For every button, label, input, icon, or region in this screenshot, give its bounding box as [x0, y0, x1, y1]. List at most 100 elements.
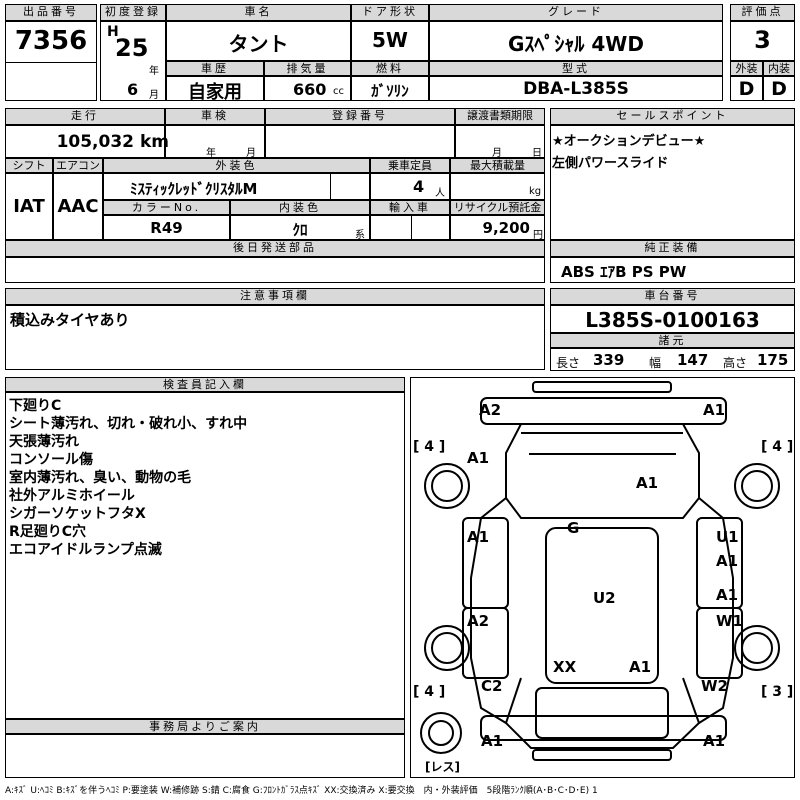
lot-divider [5, 62, 97, 63]
capacity-header: 乗車定員 [370, 158, 450, 173]
history-box: 自家用 [166, 76, 264, 103]
first-reg-box: H 25 年 6 月 [100, 21, 166, 101]
color-no-box: R49 [103, 215, 230, 240]
mileage-box: 105,032 km [5, 125, 169, 158]
shift-box: IAT [5, 173, 53, 240]
score-header: 評価点 [730, 4, 795, 21]
interior-score-box: D [763, 76, 795, 101]
tire-front-left: [ 4 ] [413, 439, 446, 455]
svg-text:A1: A1 [629, 658, 651, 676]
sales-point-header: セールスポイント [550, 108, 795, 125]
recycle-box: 9,200 円 [450, 215, 545, 241]
ext-color-header: 外装色 [103, 158, 370, 173]
specs-box: 長さ 339 幅 147 高さ 175 [550, 348, 795, 371]
notes-box: 積込みタイヤあり [5, 305, 545, 370]
recycle-header: リサイクル預託金 [450, 200, 545, 215]
transfer-day-unit: 日 [532, 148, 542, 159]
inspector-header: 検査員記入欄 [5, 377, 405, 392]
car-outline: A2 A1 A1 A1 G A1 U1 A1 A1 U2 A2 W1 XX A1… [420, 381, 780, 761]
spare-tire: [レス] [425, 760, 460, 774]
chassis-header: 車台番号 [550, 288, 795, 305]
import-box [370, 215, 450, 240]
inspection-year-unit: 年 [206, 148, 216, 159]
history-header: 車歴 [166, 61, 264, 76]
era: H [107, 24, 119, 40]
notes-value: 積込みタイヤあり [10, 311, 130, 329]
reg-year: 25 [115, 34, 149, 62]
svg-text:A1: A1 [467, 449, 489, 467]
equipment-value: ABS ｴｱB PS PW [561, 263, 687, 281]
max-load-header: 最大積載量 [450, 158, 545, 173]
ext-color-divider [330, 173, 331, 200]
grade-header: グレード [429, 4, 723, 21]
inspector-box: 下廻りC シート薄汚れ、切れ・破れ小、すれ中 天張薄汚れ コンソール傷 室内薄汚… [5, 392, 405, 719]
displacement-unit: cc [333, 86, 344, 97]
tire-fr-value: 4 [772, 439, 783, 455]
history-value: 自家用 [188, 82, 242, 103]
lot-header: 出品番号 [5, 4, 97, 21]
sales-point-box: ★オークションデビュー★ 左側パワースライド [550, 125, 795, 240]
tire-rear-right: [ 3 ] [761, 684, 794, 700]
car-name-box: タント [166, 21, 351, 61]
sales-point-line-2: 左側パワースライド [552, 156, 669, 171]
svg-text:A2: A2 [479, 401, 501, 419]
length-value: 339 [593, 351, 625, 369]
equipment-box: ABS ｴｱB PS PW [550, 257, 795, 283]
svg-text:A1: A1 [636, 474, 658, 492]
fuel-box: ｶﾞｿﾘﾝ [351, 76, 429, 101]
door-header: ドア形状 [351, 4, 429, 21]
score-box: 3 [730, 21, 795, 61]
svg-text:C2: C2 [481, 677, 502, 695]
displacement-box: 660 cc [264, 76, 351, 101]
later-parts-header: 後日発送部品 [5, 240, 545, 257]
inspector-line-2: シート薄汚れ、切れ・破れ小、すれ中 [9, 416, 248, 432]
model-value: DBA-L385S [523, 79, 629, 99]
inspector-line-3: 天張薄汚れ [9, 434, 79, 450]
model-header: 型式 [429, 61, 723, 76]
import-divider [411, 215, 412, 240]
grade-box: Gｽﾍﾟｼｬﾙ 4WD [429, 21, 723, 61]
capacity-unit: 人 [435, 188, 445, 199]
svg-text:W1: W1 [716, 612, 743, 630]
transfer-box: 月 日 [455, 125, 545, 159]
spare-value: レス [430, 760, 455, 774]
tire-rr-value: 3 [772, 684, 783, 700]
inspector-line-8: R足廻りC穴 [9, 524, 87, 540]
inspector-line-6: 社外アルミホイール [9, 488, 135, 504]
door-type: 5W [372, 28, 408, 52]
svg-text:A1: A1 [716, 552, 738, 570]
shift-header: シフト [5, 158, 53, 173]
svg-text:A1: A1 [481, 732, 503, 750]
office-box [5, 734, 405, 778]
office-header: 事務局よりご案内 [5, 719, 405, 734]
height-value: 175 [757, 351, 789, 369]
displacement-header: 排気量 [264, 61, 351, 76]
int-color-value: ｸﾛ [292, 221, 308, 239]
inspector-line-9: エコアイドルランプ点滅 [9, 542, 162, 558]
ext-color-value: ﾐｽﾃｨｯｸﾚｯﾄﾞｸﾘｽﾀﾙM [130, 180, 258, 198]
later-parts-box [5, 257, 545, 283]
inspector-line-1: 下廻りC [9, 398, 62, 414]
svg-text:G: G [567, 519, 579, 537]
color-no-header: カラーNo. [103, 200, 230, 215]
svg-text:U2: U2 [593, 589, 616, 607]
svg-text:W2: W2 [701, 677, 728, 695]
color-no-value: R49 [150, 219, 183, 237]
tire-rear-left: [ 4 ] [413, 684, 446, 700]
tire-fl-value: 4 [424, 439, 435, 455]
inspection-month-unit: 月 [246, 148, 256, 159]
displacement-value: 660 [293, 80, 327, 99]
shift-value: IAT [13, 196, 45, 217]
ext-color-box: ﾐｽﾃｨｯｸﾚｯﾄﾞｸﾘｽﾀﾙM [103, 173, 370, 200]
svg-text:A2: A2 [467, 612, 489, 630]
ac-header: エアコン [53, 158, 103, 173]
ac-value: AAC [57, 196, 99, 217]
score-value: 3 [754, 26, 771, 54]
svg-text:XX: XX [553, 658, 577, 676]
width-label: 幅 [649, 356, 662, 370]
tire-rl-value: 4 [424, 684, 435, 700]
max-load-unit: kg [529, 186, 542, 197]
height-label: 高さ [723, 356, 748, 370]
reg-month: 6 [127, 80, 139, 99]
reg-no-box [265, 125, 455, 158]
